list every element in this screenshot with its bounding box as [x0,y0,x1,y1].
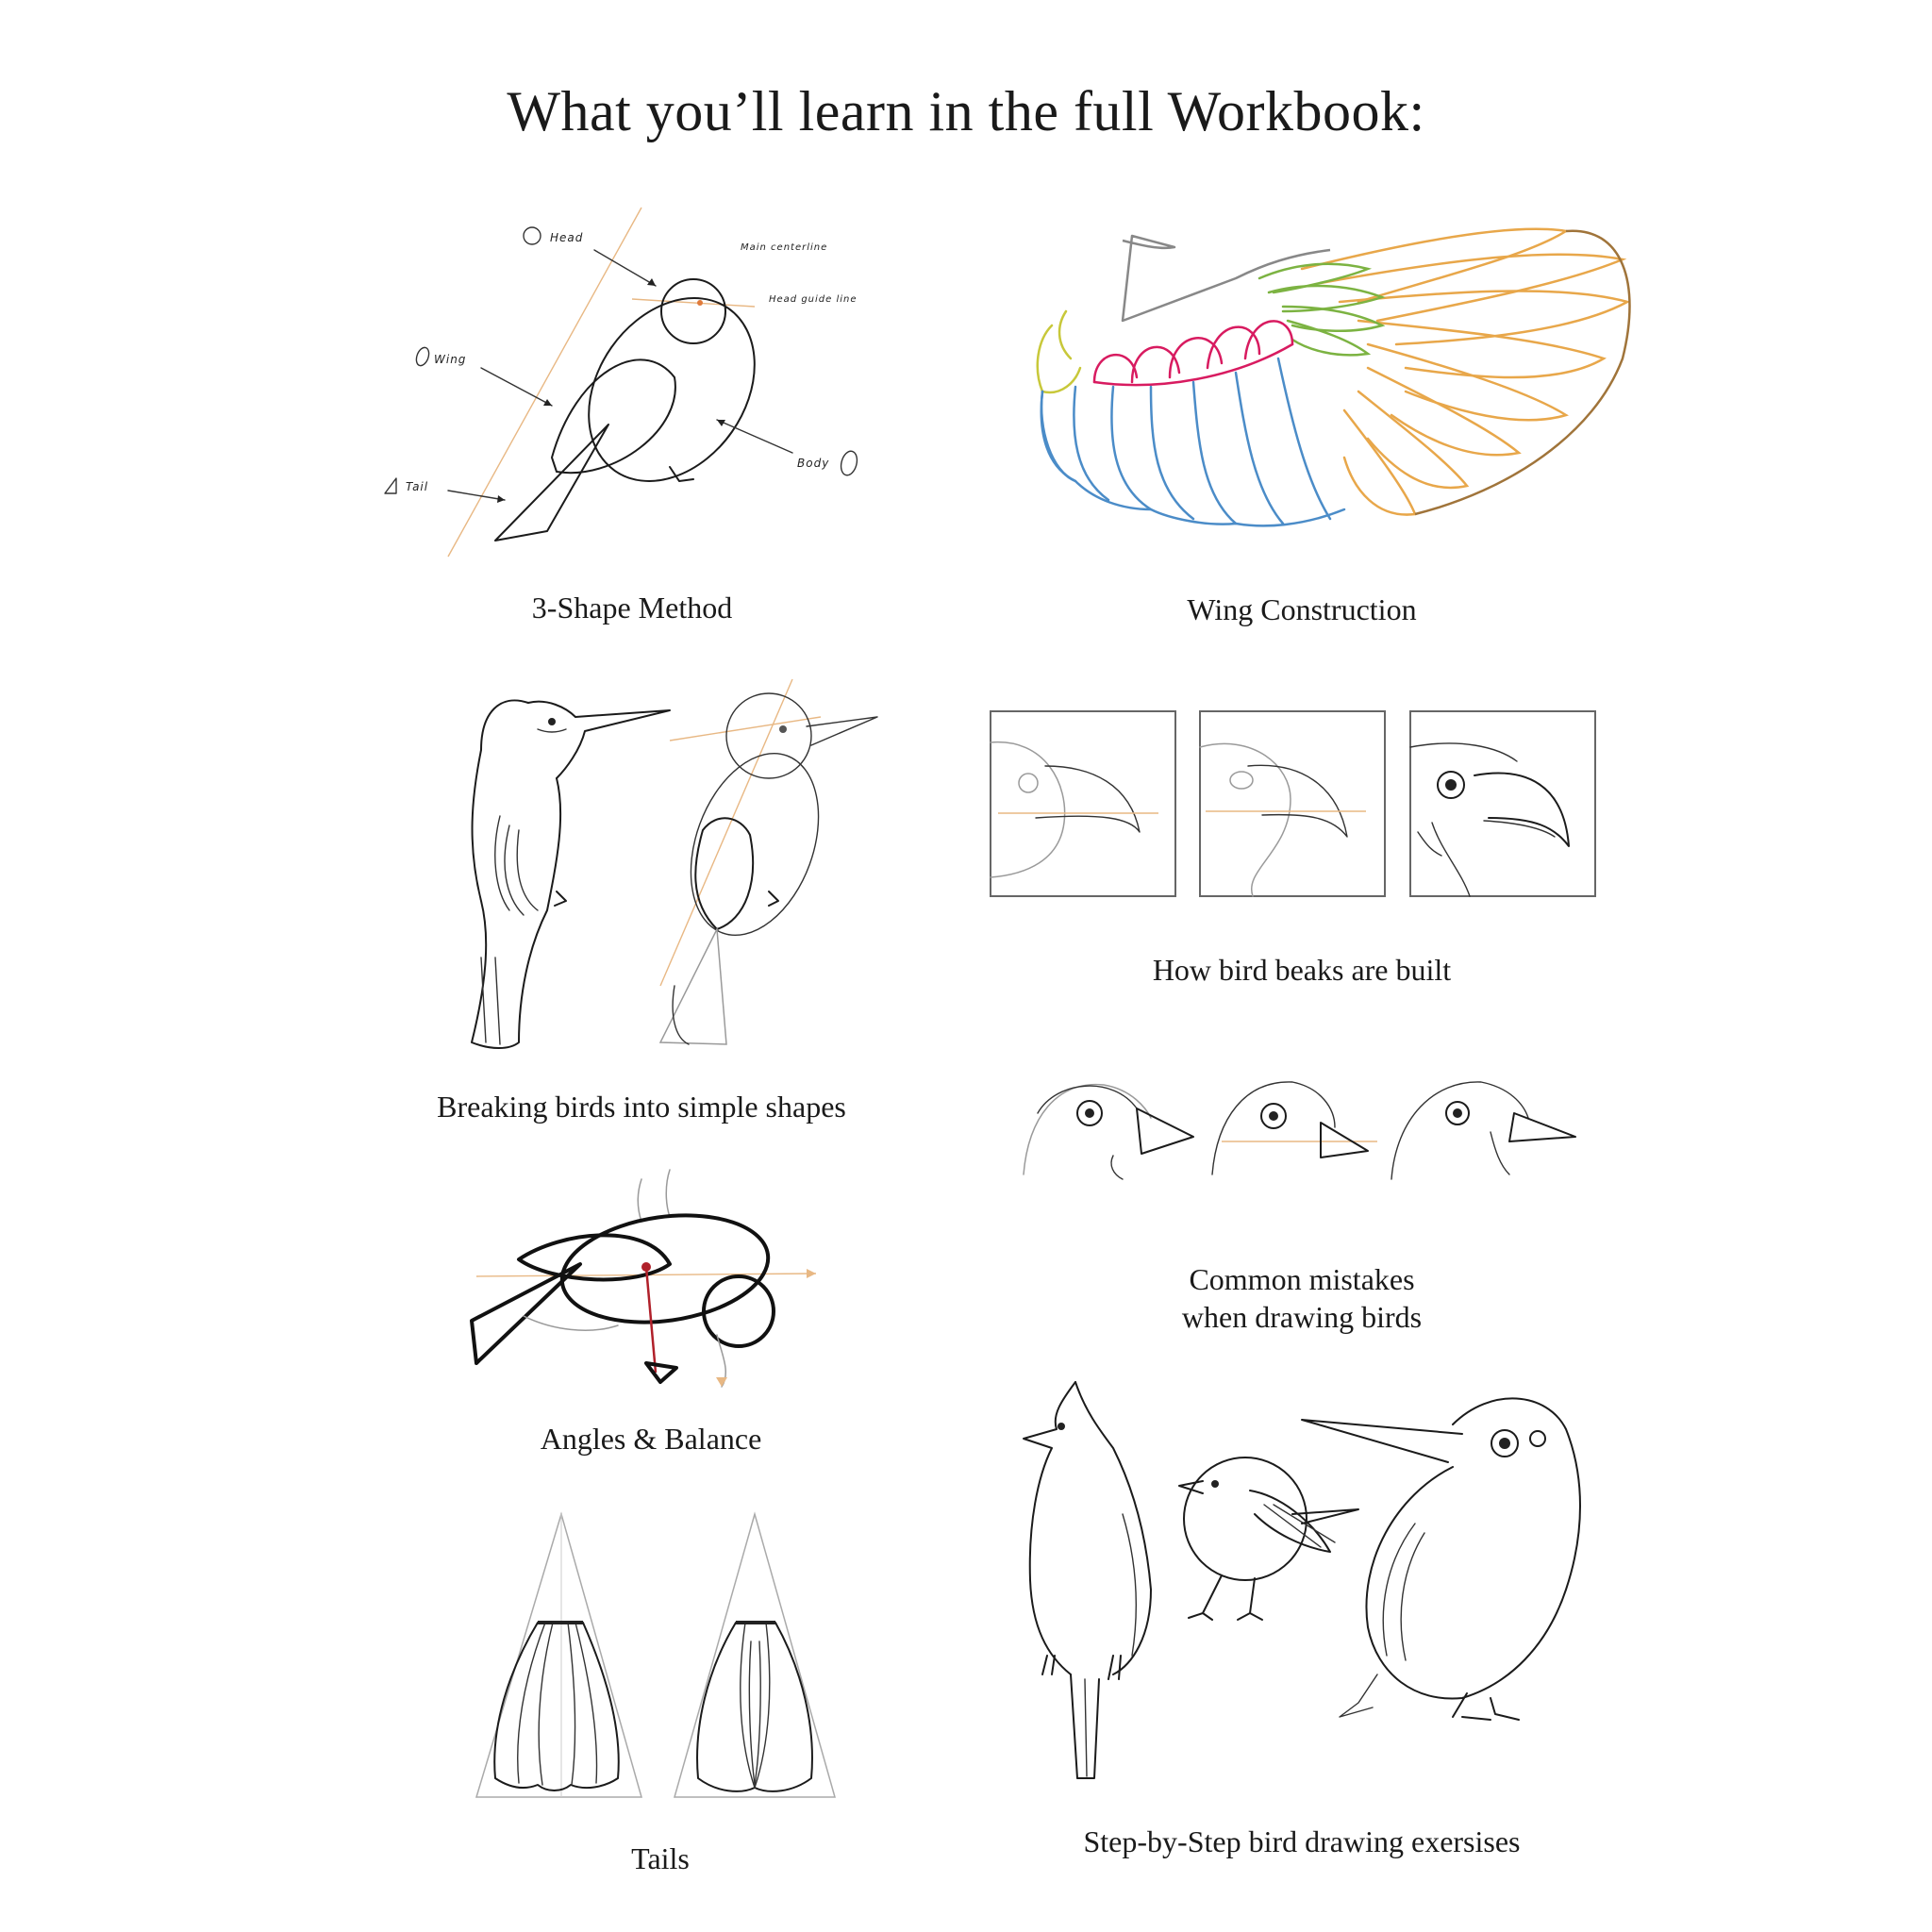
tail-arrow [447,490,506,501]
beak-step-2 [1199,710,1386,897]
tail-diagram-1 [475,1511,642,1798]
head-circle-bold [702,1274,775,1348]
three-shape-method-caption: 3-Shape Method [531,591,733,625]
balance-line [644,1266,658,1374]
wing-symbol-icon [415,346,430,367]
head-symbol-icon [523,226,541,245]
tail-shape [494,424,609,541]
head-arrow-head [647,278,656,286]
finished-bird-sketch [471,699,671,1049]
body-ellipse [588,297,756,482]
mistakes-caption-line-1: Common mistakes [1189,1262,1415,1296]
wing-arm-outline [1121,234,1331,323]
wing-outer-edge [1414,229,1631,516]
tails-caption: Tails [631,1841,690,1875]
foot-triangle [644,1361,678,1384]
body-arrow [716,419,793,454]
wing-construction-caption: Wing Construction [1187,592,1417,626]
tail-shape-bold [470,1262,582,1365]
head-arrow [593,249,657,287]
head-circle [660,278,726,344]
mistakes-caption-line-2: when drawing birds [1181,1300,1423,1334]
tail-diagram-2 [674,1511,836,1798]
wing-arrow-head [543,399,552,406]
head-guide-line [631,298,756,308]
foot-shape [669,466,694,482]
common-mistakes-illustration [1023,1081,1576,1180]
beak-step-3 [1409,710,1596,897]
wing-label: Wing [434,353,466,366]
secondary-feathers [1040,357,1346,527]
tail-label: Tail [406,480,428,493]
kingfisher-sketch [1301,1397,1581,1721]
simple-shapes-illustration [471,678,878,1049]
tail-symbol-icon [384,477,397,494]
mistake-head-1 [1023,1083,1194,1180]
beaks-caption: How bird beaks are built [1152,953,1452,987]
body-label: Body [797,457,829,470]
angles-balance-caption: Angles & Balance [540,1422,762,1456]
page-title: What you’ll learn in the full Workbook: [507,80,1425,142]
beak-step-1 [990,710,1176,897]
covert-feathers [1257,262,1386,357]
primary-feathers [1300,227,1631,516]
mistake-head-3 [1391,1081,1576,1180]
body-symbol-icon [840,450,858,476]
tail-arrow-head [497,495,505,503]
body-arrow-head [717,420,725,426]
three-shape-method-illustration: Head Main centerline Head guide line Win… [384,207,858,558]
balance-point [641,1262,651,1272]
main-centerline-guide [447,207,642,558]
secondary-coverts [1092,320,1294,387]
tails-illustration [475,1511,836,1798]
head-guide-line-label: Head guide line [769,294,858,305]
exercises-caption: Step-by-Step bird drawing exersises [1083,1824,1521,1858]
wing-arrow [480,367,553,407]
mistake-head-2 [1211,1081,1377,1175]
alula-feathers [1036,309,1082,394]
robin-sketch [1178,1457,1359,1621]
wing-shape-bold [517,1233,672,1282]
head-label: Head [550,231,583,244]
construction-bird-sketch [658,678,878,1045]
simple-shapes-caption: Breaking birds into simple shapes [437,1090,846,1124]
cardinal-sketch [1023,1381,1152,1779]
angles-balance-illustration [470,1169,817,1388]
head-guide-dot [697,300,703,306]
beaks-illustration [990,710,1596,897]
wing-construction-illustration [1036,227,1631,527]
main-centerline-label: Main centerline [741,242,827,253]
exercises-illustration [1023,1381,1581,1779]
wing-shape [551,358,676,475]
